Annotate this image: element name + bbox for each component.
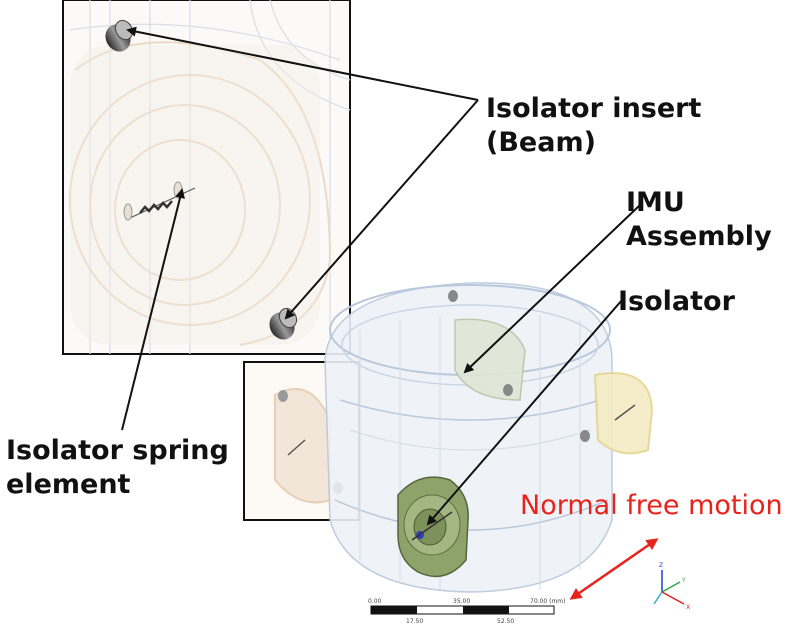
label-isolator: Isolator: [618, 286, 735, 317]
scale-tick-70: 70.00 (mm): [530, 598, 565, 605]
scale-bar: 0.00 35.00 70.00 (mm) 17.50 52.50: [368, 598, 565, 625]
normal-free-motion-arrow: [569, 538, 659, 600]
annotation-arrows: [121, 26, 641, 526]
label-isolator-insert: Isolator insert (Beam): [486, 93, 702, 158]
axis-x-label: X: [686, 604, 690, 611]
isolator: [397, 476, 469, 578]
scale-tick-35: 35.00: [453, 598, 470, 605]
label-imu-assembly: IMU Assembly: [626, 187, 772, 252]
label-normal-free-motion: Normal free motion: [520, 490, 783, 521]
axis-y-label: Y: [681, 577, 686, 584]
label-spring-element: Isolator spring element: [6, 435, 229, 500]
coordinate-triad: Z Y X: [653, 562, 690, 611]
scale-tick-52-5: 52.50: [497, 618, 514, 625]
zoom-inset: [62, 0, 351, 355]
scale-tick-17-5: 17.50: [406, 618, 423, 625]
imu-assembly: [454, 318, 526, 401]
housing: [324, 282, 654, 593]
axis-z-label: Z: [659, 562, 663, 569]
scale-tick-0: 0.00: [368, 598, 382, 605]
